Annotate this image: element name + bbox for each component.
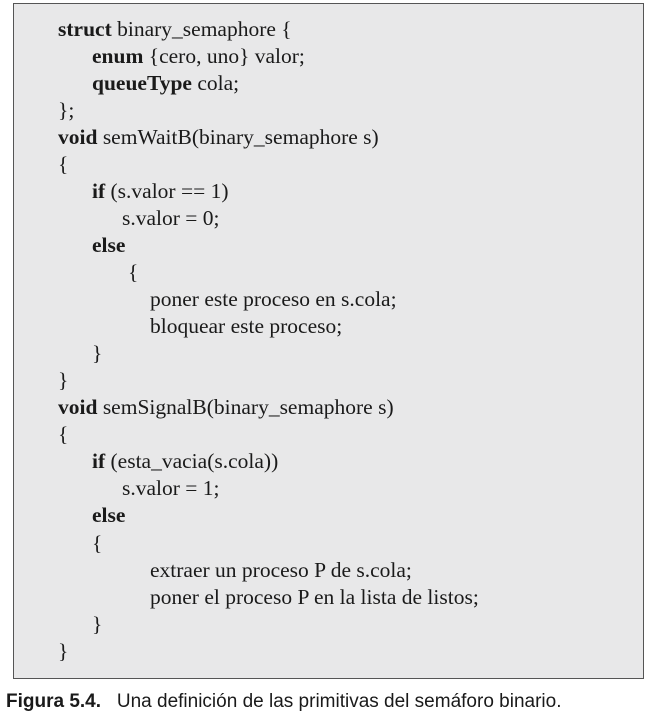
- code-text: {: [58, 152, 69, 176]
- code-text: semSignalB(binary_semaphore s): [97, 395, 394, 419]
- code-line-7: if (s.valor == 1): [92, 179, 229, 203]
- code-line-14: }: [58, 368, 69, 392]
- code-text: }: [58, 368, 69, 392]
- code-line-9: else: [92, 233, 126, 257]
- code-line-5: void semWaitB(binary_semaphore s): [58, 125, 379, 149]
- keyword: if: [92, 449, 106, 473]
- code-line-3: queueType cola;: [92, 71, 240, 95]
- code-line-15: void semSignalB(binary_semaphore s): [58, 395, 394, 419]
- code-text: }: [92, 612, 103, 636]
- figure-caption-spacer: [101, 691, 117, 712]
- code-text: s.valor = 0;: [122, 206, 220, 230]
- keyword: struct: [58, 17, 112, 41]
- keyword: void: [58, 125, 98, 149]
- code-line-13: }: [92, 341, 103, 365]
- code-line-10: {: [128, 260, 139, 284]
- code-text: (esta_vacia(s.cola)): [105, 449, 279, 473]
- code-text: {cero, uno} valor;: [143, 44, 305, 68]
- code-line-6: {: [58, 152, 69, 176]
- code-text: };: [58, 98, 75, 122]
- code-text: (s.valor == 1): [105, 179, 229, 203]
- figure-caption-text: Una definición de las primitivas del sem…: [116, 691, 562, 712]
- code-line-20: {: [92, 531, 103, 555]
- keyword: else: [92, 503, 126, 527]
- code-line-24: }: [58, 639, 69, 663]
- figure-caption: Figura 5.4. Una definición de las primit…: [6, 692, 561, 711]
- code-line-18: s.valor = 1;: [122, 476, 220, 500]
- code-text: poner este proceso en s.cola;: [150, 287, 397, 311]
- keyword: queueType: [92, 71, 192, 95]
- figure-caption-label: Figura 5.4.: [6, 691, 102, 712]
- code-text: extraer un proceso P de s.cola;: [150, 558, 412, 582]
- code-line-11: poner este proceso en s.cola;: [150, 287, 397, 311]
- code-line-19: else: [92, 503, 126, 527]
- code-text: bloquear este proceso;: [150, 314, 343, 338]
- code-line-4: };: [58, 98, 75, 122]
- code-text: {: [128, 260, 139, 284]
- code-text: binary_semaphore {: [111, 17, 292, 41]
- code-line-17: if (esta_vacia(s.cola)): [92, 449, 279, 473]
- code-line-8: s.valor = 0;: [122, 206, 220, 230]
- code-text: }: [58, 639, 69, 663]
- code-text: {: [58, 422, 69, 446]
- code-line-23: }: [92, 612, 103, 636]
- code-text: cola;: [191, 71, 240, 95]
- keyword: if: [92, 179, 106, 203]
- keyword: enum: [92, 44, 144, 68]
- code-line-22: poner el proceso P en la lista de listos…: [150, 585, 479, 609]
- code-line-16: {: [58, 422, 69, 446]
- code-line-12: bloquear este proceso;: [150, 314, 343, 338]
- code-line-21: extraer un proceso P de s.cola;: [150, 558, 412, 582]
- code-line-1: struct binary_semaphore {: [58, 17, 292, 41]
- keyword: void: [58, 395, 98, 419]
- code-text: s.valor = 1;: [122, 476, 220, 500]
- code-text: }: [92, 341, 103, 365]
- code-listing-box: [13, 3, 644, 679]
- keyword: else: [92, 233, 126, 257]
- code-line-2: enum {cero, uno} valor;: [92, 44, 305, 68]
- code-text: poner el proceso P en la lista de listos…: [150, 585, 479, 609]
- code-text: semWaitB(binary_semaphore s): [97, 125, 379, 149]
- code-text: {: [92, 531, 103, 555]
